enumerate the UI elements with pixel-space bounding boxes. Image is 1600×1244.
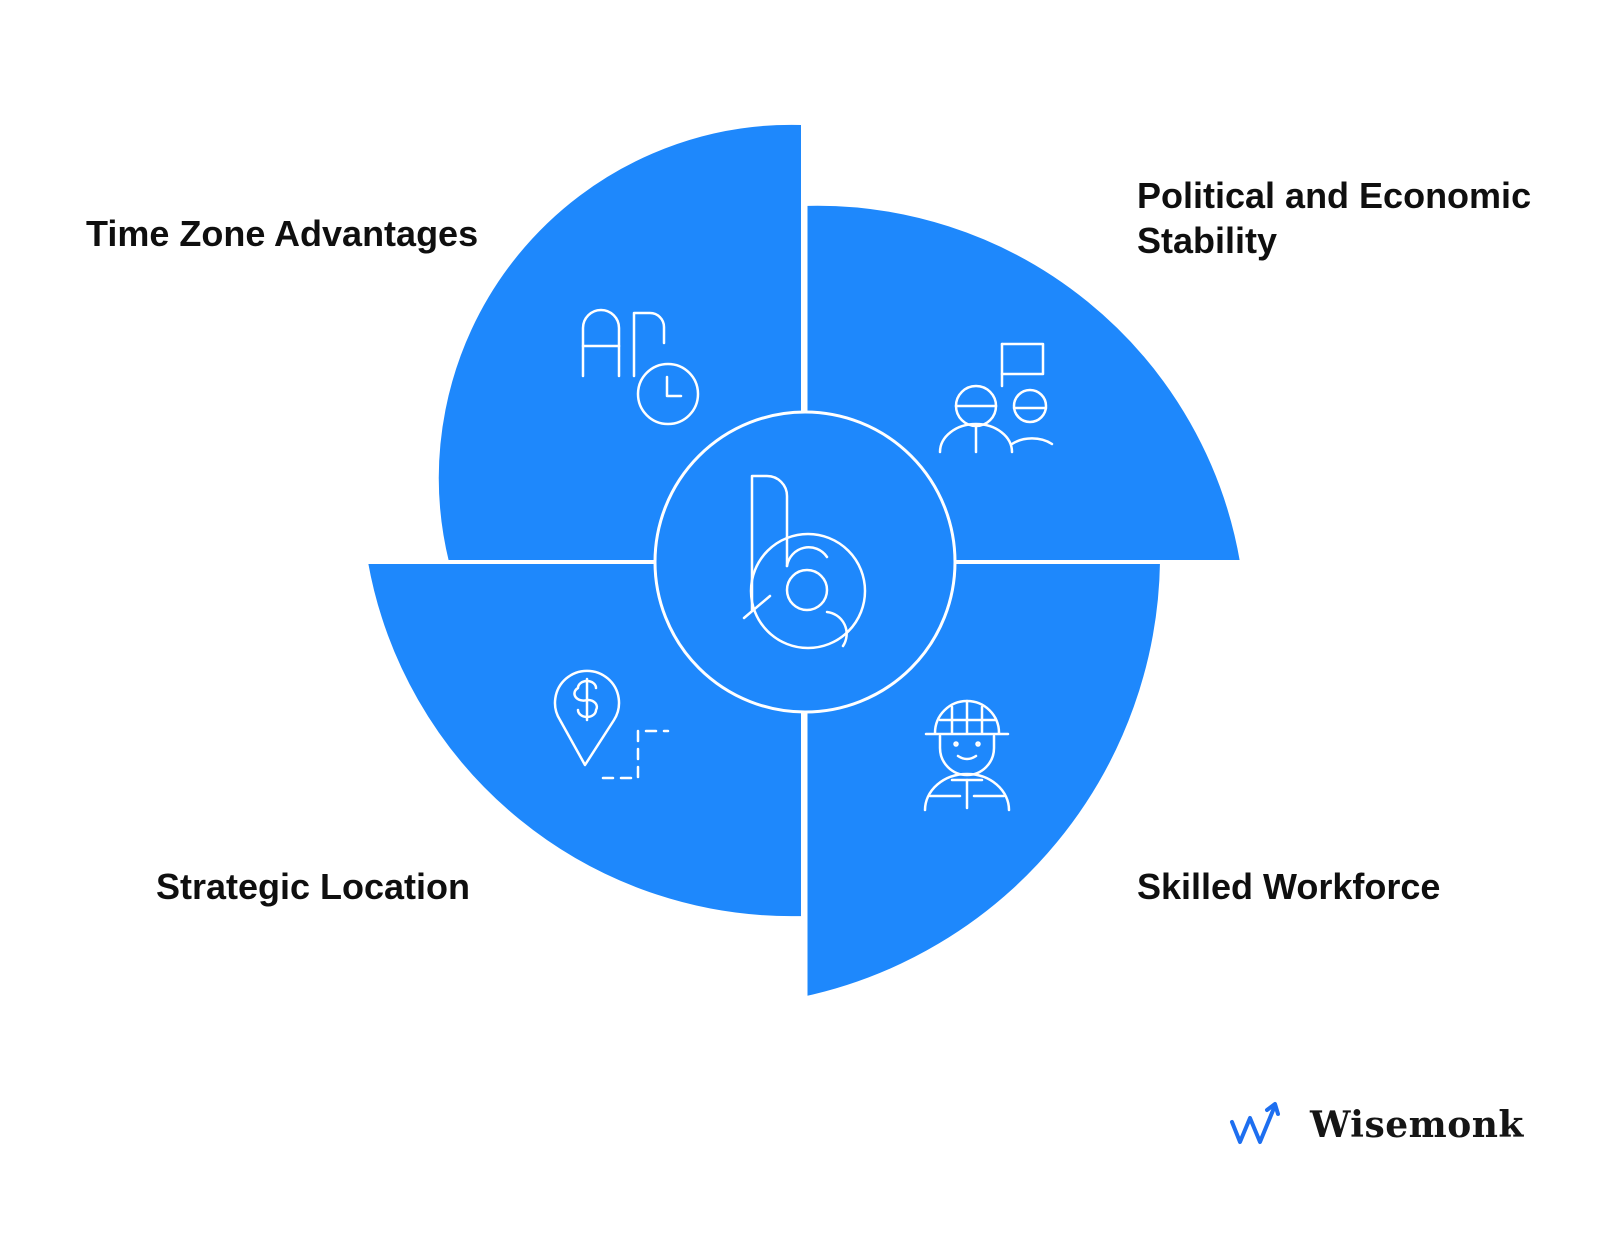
wisemonk-logo-icon — [1230, 1102, 1280, 1144]
brand: Wisemonk — [1228, 1100, 1524, 1150]
worker-helmet-icon — [923, 699, 1011, 812]
center-circle — [653, 410, 957, 714]
am-clock-icon — [581, 308, 700, 426]
people-flag-icon — [938, 342, 1054, 454]
brand-name: Wisemonk — [1310, 1104, 1524, 1146]
label-skilled-workforce: Skilled Workforce — [1137, 866, 1441, 907]
label-strategic-location: Strategic Location — [155, 866, 470, 907]
dollar-location-pin-icon — [553, 669, 670, 780]
brand-b-logo-icon — [742, 474, 867, 650]
label-time-zone-advantages: Time Zone Advantages — [86, 213, 479, 254]
label-political-economic-stability: Political and Economic Stability — [1137, 175, 1532, 261]
